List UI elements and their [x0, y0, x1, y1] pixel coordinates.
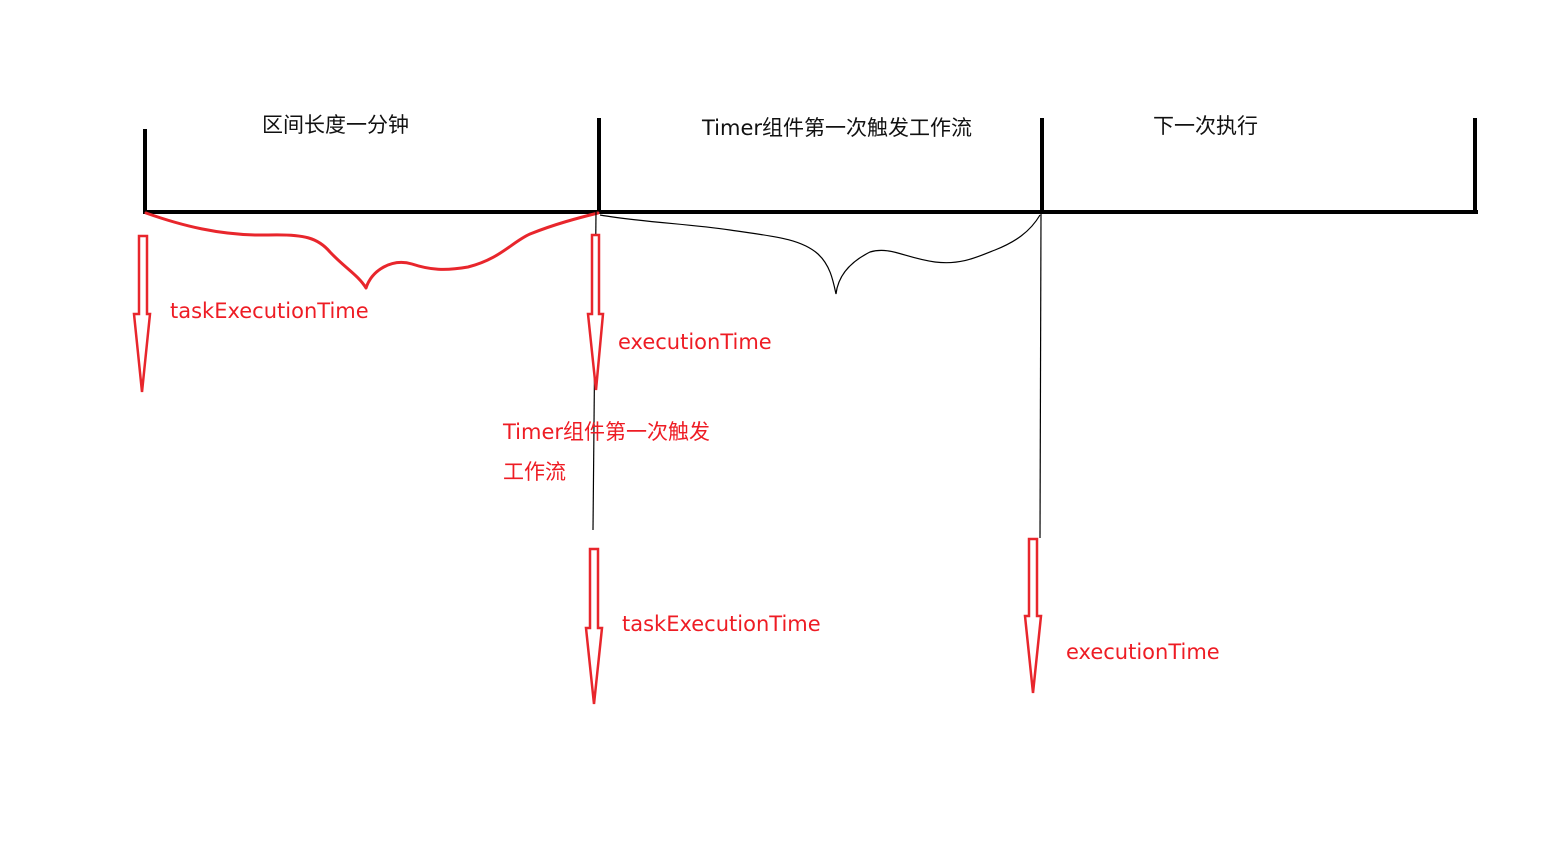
segment-label-3: 下一次执行: [1153, 114, 1258, 138]
segment-label-1: 区间长度一分钟: [262, 113, 409, 137]
arrow-label-task-execution-time-2: taskExecutionTime: [622, 612, 821, 636]
arrow-note-line-2: 工作流: [503, 460, 566, 484]
down-arrow-1: [132, 234, 152, 393]
guide-line-2min: [1039, 213, 1042, 539]
brace-segment-2: [599, 214, 1041, 295]
arrow-note-line-1: Timer组件第一次触发: [502, 420, 710, 444]
segment-label-2: Timer组件第一次触发工作流: [701, 116, 972, 140]
down-arrow-2: [586, 233, 605, 391]
arrow-label-execution-time-2: executionTime: [1066, 640, 1220, 664]
arrow-label-task-execution-time-1: taskExecutionTime: [170, 299, 369, 323]
down-arrow-3: [584, 547, 604, 705]
arrow-label-execution-time-1: executionTime: [618, 330, 772, 354]
down-arrow-4: [1023, 537, 1043, 694]
brace-segment-1: [144, 211, 600, 290]
